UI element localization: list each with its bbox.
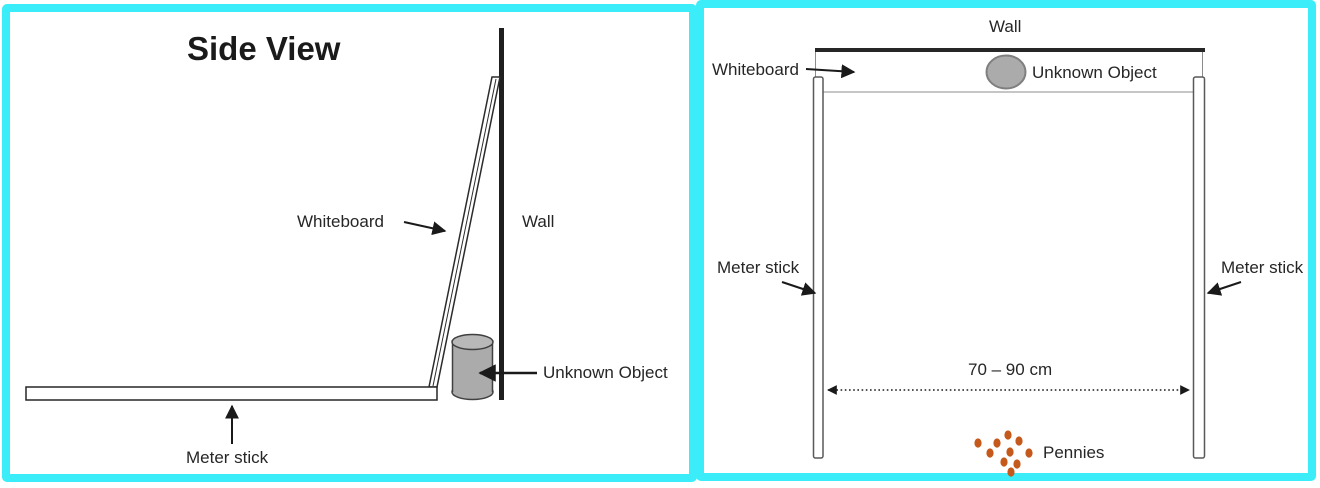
top-wall-label: Wall bbox=[989, 17, 1022, 36]
penny-dot bbox=[974, 438, 982, 448]
penny-dot bbox=[1025, 448, 1033, 458]
side-meter-stick-label: Meter stick bbox=[186, 448, 269, 467]
side-view-title: Side View bbox=[187, 30, 341, 67]
side-whiteboard-arrow bbox=[403, 221, 447, 236]
top-unknown-object-circle bbox=[985, 54, 1027, 90]
distance-label: 70 – 90 cm bbox=[968, 360, 1053, 379]
top-meter-stick-right-label: Meter stick bbox=[1221, 258, 1304, 277]
top-whiteboard-arrow bbox=[805, 64, 856, 79]
penny-dot bbox=[1007, 467, 1015, 477]
top-meter-stick-left-label: Meter stick bbox=[717, 258, 800, 277]
side-whiteboard-label: Whiteboard bbox=[297, 212, 384, 231]
side-unknown-object-cylinder bbox=[451, 333, 494, 401]
penny-dot bbox=[1015, 436, 1023, 446]
penny-dot bbox=[1004, 430, 1012, 440]
side-view-panel bbox=[2, 4, 697, 482]
top-meter-stick-left-arrow bbox=[781, 281, 817, 296]
top-whiteboard-label: Whiteboard bbox=[712, 60, 799, 79]
penny-dot bbox=[993, 438, 1001, 448]
pennies-label: Pennies bbox=[1043, 443, 1105, 462]
top-meter-stick-right-shape bbox=[1192, 76, 1206, 459]
side-wall-label: Wall bbox=[522, 212, 555, 231]
top-unknown-object-label: Unknown Object bbox=[1032, 63, 1157, 82]
side-whiteboard-inner-line bbox=[432, 78, 497, 387]
penny-dot bbox=[1013, 459, 1021, 469]
top-meter-stick-right-arrow bbox=[1206, 281, 1242, 296]
top-meter-stick-left-shape bbox=[812, 76, 824, 459]
pennies-cluster bbox=[974, 430, 1033, 477]
penny-dot bbox=[986, 448, 994, 458]
penny-dot bbox=[1000, 457, 1008, 467]
penny-dot bbox=[1006, 447, 1014, 457]
side-unknown-object-label: Unknown Object bbox=[543, 363, 668, 382]
side-meter-stick-shape bbox=[25, 386, 438, 401]
